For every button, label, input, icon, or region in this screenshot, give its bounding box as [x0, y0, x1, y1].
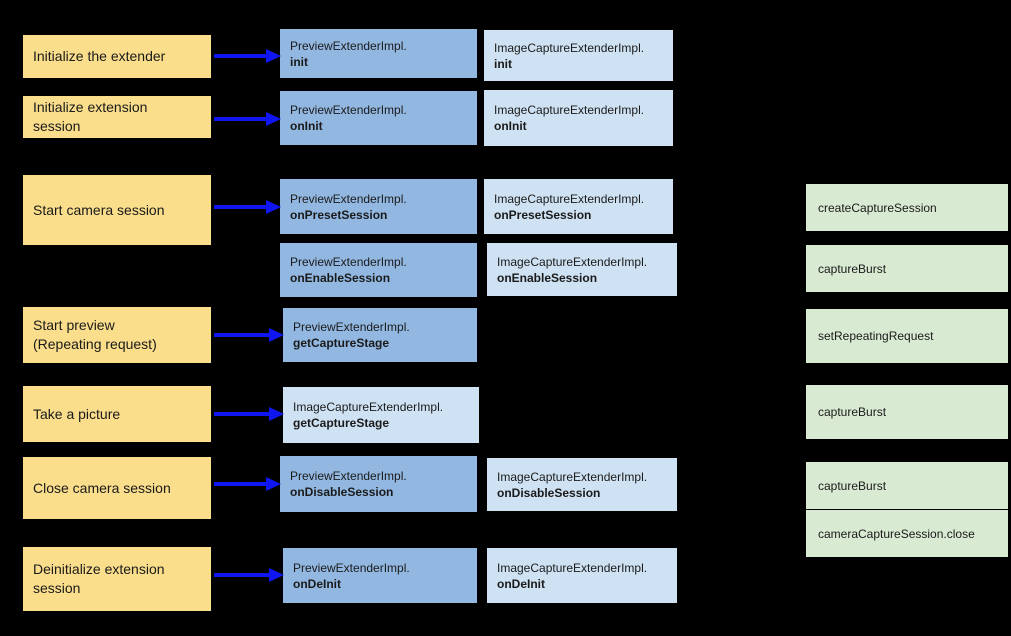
flow-arrowhead-icon — [269, 407, 284, 421]
imagecapture-extender-ondeinit: ImageCaptureExtenderImpl.onDeInit — [487, 548, 677, 603]
flow-arrow — [214, 412, 271, 416]
step-initialize-the-extender: Initialize the extender — [23, 35, 211, 78]
camera2-captureburst-takepicture-label: captureBurst — [818, 405, 887, 419]
imagecapture-extender-oninit: ImageCaptureExtenderImpl. onInit — [484, 90, 673, 146]
preview-extender-oninit-label: PreviewExtenderImpl. — [290, 103, 407, 117]
step-start-camera-session: Start camera session — [23, 175, 211, 245]
preview-extender-ondeinit-label: PreviewExtenderImpl. — [293, 560, 410, 575]
imagecapture-extender-init-label: ImageCaptureExtenderImpl. — [494, 40, 645, 55]
imagecapture-extender-getcapturestage-label: ImageCaptureExtenderImpl. — [293, 400, 444, 414]
preview-extender-getcapturestage-label: getCaptureStage — [293, 336, 390, 350]
step-close-camera-session: Close camera session — [23, 457, 211, 519]
preview-extender-init-label: init — [290, 54, 308, 69]
imagecapture-extender-getcapturestage-label: getCaptureStage — [293, 416, 390, 430]
imagecapture-extender-oninit-label: onInit — [494, 119, 527, 133]
step-start-preview-label: (Repeating request) — [33, 336, 157, 352]
flow-arrow — [214, 333, 271, 337]
step-start-preview-label: Start preview — [33, 317, 115, 333]
camera2-setrepeatingrequest: setRepeatingRequest — [806, 309, 1008, 363]
flow-arrowhead-icon — [269, 568, 284, 582]
flow-arrowhead-icon — [266, 200, 281, 214]
imagecapture-extender-ondisablesession: ImageCaptureExtenderImpl.onDisableSessio… — [487, 458, 677, 511]
imagecapture-extender-init: ImageCaptureExtenderImpl.init — [484, 30, 673, 81]
preview-extender-onpresetsession-label: onPresetSession — [290, 207, 388, 222]
camera2-createcapturesession-label: createCaptureSession — [818, 200, 937, 215]
step-deinitialize-extension-session-label: Deinitialize extension — [33, 561, 165, 577]
flow-arrowhead-icon — [269, 328, 284, 342]
camera2-cameracapturesession-close-label: cameraCaptureSession.close — [818, 526, 975, 541]
flow-arrowhead-icon — [266, 112, 281, 126]
imagecapture-extender-ondisablesession-label: ImageCaptureExtenderImpl. — [497, 469, 648, 484]
preview-extender-onenablesession-label: onEnableSession — [290, 271, 391, 285]
preview-extender-getcapturestage: PreviewExtenderImpl. getCaptureStage — [283, 308, 477, 362]
preview-extender-getcapturestage-label: PreviewExtenderImpl. — [293, 320, 410, 334]
step-initialize-extension-session-label: Initialize extension — [33, 99, 148, 115]
preview-extender-onenablesession-label: PreviewExtenderImpl. — [290, 255, 407, 269]
flow-arrowhead-icon — [266, 477, 281, 491]
imagecapture-extender-ondeinit-label: ImageCaptureExtenderImpl. — [497, 560, 648, 575]
preview-extender-init-label: PreviewExtenderImpl. — [290, 38, 407, 53]
flow-arrow — [214, 117, 268, 121]
imagecapture-extender-onpresetsession-label: onPresetSession — [494, 207, 592, 222]
step-initialize-the-extender-label: Initialize the extender — [33, 48, 166, 64]
imagecapture-extender-ondisablesession-label: onDisableSession — [497, 485, 601, 500]
imagecapture-extender-onenablesession-label: onEnableSession — [497, 270, 598, 285]
imagecapture-extender-onpresetsession-label: ImageCaptureExtenderImpl. — [494, 191, 645, 206]
camera2-captureburst-takepicture: captureBurst — [806, 385, 1008, 439]
preview-extender-ondeinit: PreviewExtenderImpl.onDeInit — [283, 548, 477, 603]
step-take-a-picture-label: Take a picture — [33, 405, 121, 422]
camera2-captureburst-closesession-label: captureBurst — [818, 478, 887, 493]
preview-extender-oninit-label: onInit — [290, 119, 323, 133]
step-take-a-picture: Take a picture — [23, 386, 211, 442]
imagecapture-extender-onenablesession-label: ImageCaptureExtenderImpl. — [497, 254, 648, 269]
camera2-captureburst-enablesession: captureBurst — [806, 245, 1008, 292]
preview-extender-ondisablesession-label: onDisableSession — [290, 485, 394, 499]
flow-arrowhead-icon — [266, 49, 281, 63]
camera2-cameracapturesession-close: cameraCaptureSession.close — [806, 510, 1008, 557]
preview-extender-ondisablesession-label: PreviewExtenderImpl. — [290, 469, 407, 483]
step-close-camera-session-label: Close camera session — [33, 479, 171, 496]
step-deinitialize-extension-session-label: session — [33, 580, 81, 596]
preview-extender-onpresetsession-label: PreviewExtenderImpl. — [290, 191, 407, 206]
flow-arrow — [214, 205, 268, 209]
flow-arrow — [214, 54, 268, 58]
camera2-createcapturesession: createCaptureSession — [806, 184, 1008, 231]
imagecapture-extender-oninit-label: ImageCaptureExtenderImpl. — [494, 103, 645, 117]
step-start-camera-session-label: Start camera session — [33, 201, 165, 218]
preview-extender-ondisablesession: PreviewExtenderImpl. onDisableSession — [280, 456, 477, 512]
step-initialize-extension-session: Initialize extension session — [23, 96, 211, 138]
imagecapture-extender-ondeinit-label: onDeInit — [497, 576, 545, 591]
flow-arrow — [214, 573, 271, 577]
step-deinitialize-extension-session: Deinitialize extension session — [23, 547, 211, 611]
imagecapture-extender-onpresetsession: ImageCaptureExtenderImpl.onPresetSession — [484, 179, 673, 234]
step-start-preview: Start preview (Repeating request) — [23, 307, 211, 363]
imagecapture-extender-onenablesession: ImageCaptureExtenderImpl.onEnableSession — [487, 243, 677, 296]
preview-extender-onenablesession: PreviewExtenderImpl. onEnableSession — [280, 243, 477, 297]
step-initialize-extension-session-label: session — [33, 118, 81, 134]
preview-extender-init: PreviewExtenderImpl.init — [280, 29, 477, 78]
camera2-captureburst-enablesession-label: captureBurst — [818, 261, 887, 276]
imagecapture-extender-getcapturestage: ImageCaptureExtenderImpl. getCaptureStage — [283, 387, 479, 443]
camera2-captureburst-closesession: captureBurst — [806, 462, 1008, 509]
flow-arrow — [214, 482, 268, 486]
imagecapture-extender-init-label: init — [494, 56, 512, 71]
preview-extender-ondeinit-label: onDeInit — [293, 576, 341, 591]
preview-extender-oninit: PreviewExtenderImpl. onInit — [280, 91, 477, 145]
camera2-setrepeatingrequest-label: setRepeatingRequest — [818, 329, 934, 343]
preview-extender-onpresetsession: PreviewExtenderImpl.onPresetSession — [280, 179, 477, 234]
